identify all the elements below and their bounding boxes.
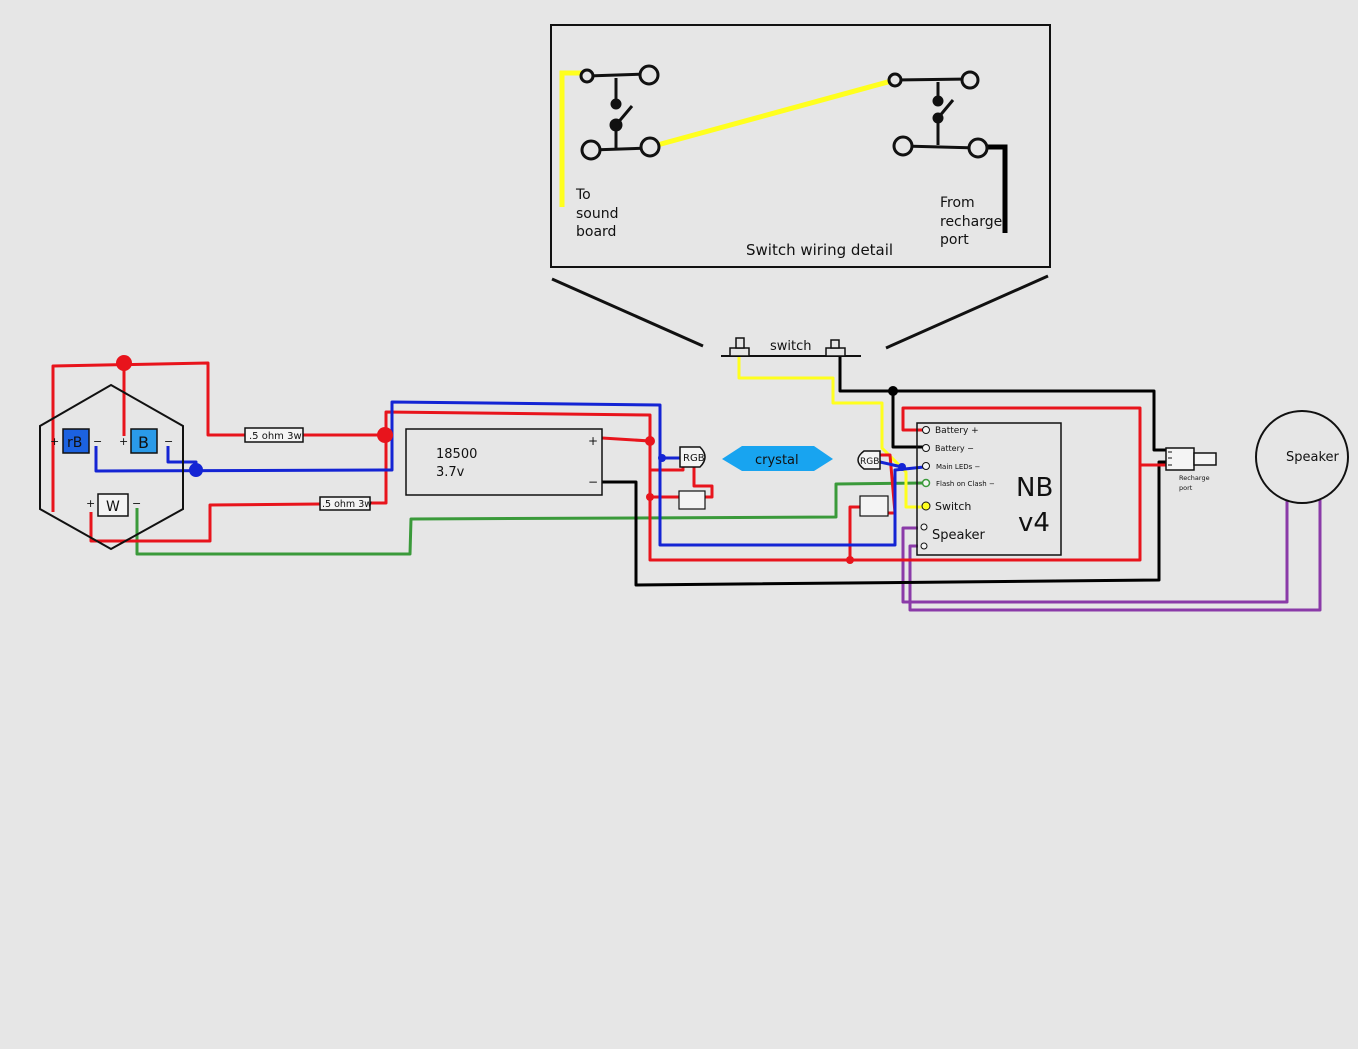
svg-text:Switch: Switch xyxy=(935,500,971,513)
yellow-wire-switch xyxy=(737,352,924,509)
red-wire-top xyxy=(51,361,245,512)
detail-title: Switch wiring detail xyxy=(746,241,893,259)
led-b-label: B xyxy=(138,433,149,452)
board-pin-main-leds: Main LEDs − xyxy=(922,462,981,471)
red-wire-rgb-left-down xyxy=(692,466,714,499)
detail-yellow-wire-bridge xyxy=(649,77,896,150)
led-w-plus: + xyxy=(86,497,95,510)
led-b-minus: − xyxy=(164,435,173,448)
to-sound-board-line1: To xyxy=(575,187,591,203)
battery-line1: 18500 xyxy=(436,447,477,462)
led-rb xyxy=(62,428,90,454)
rgb-led-left: RGB xyxy=(679,446,706,468)
battery: 18500 3.7v + − xyxy=(405,428,603,496)
board-pin-battery-plus: Battery + xyxy=(922,426,979,436)
recharge-port: Recharge port xyxy=(1165,447,1217,492)
wires xyxy=(51,352,1322,612)
main-switch xyxy=(721,337,861,357)
led-w-minus: − xyxy=(132,497,141,510)
detail-yellow-wire-left xyxy=(559,70,586,207)
junctions xyxy=(116,355,906,564)
led-rb-label: rB xyxy=(67,435,82,451)
rgb-led-right: RGB xyxy=(857,450,881,470)
battery-line2: 3.7v xyxy=(436,465,465,480)
resistor-1: .5 ohm 3w xyxy=(244,427,304,443)
battery-plus: + xyxy=(588,434,598,448)
resistor-1-label: .5 ohm 3w xyxy=(249,431,302,442)
detail-switch-right xyxy=(887,70,989,159)
from-recharge-line1: From xyxy=(940,195,975,211)
svg-text:Recharge port: Recharge port xyxy=(1179,474,1212,492)
speaker-label: Speaker xyxy=(1286,450,1340,465)
board-pin-battery-minus: Battery − xyxy=(922,444,974,453)
red-wire-resistor-small-right xyxy=(848,505,860,560)
board-pin-speaker: Speaker xyxy=(920,523,986,550)
black-wire-switch xyxy=(838,352,1166,452)
crystal-label: crystal xyxy=(755,453,799,468)
led-rb-minus: − xyxy=(93,435,102,448)
svg-text:From recharge port: From recharge port xyxy=(940,195,1007,248)
red-wire-battery-pos xyxy=(601,436,651,443)
svg-text:Flash on Clash −: Flash on Clash − xyxy=(936,480,995,488)
led-b xyxy=(130,428,158,454)
led-b-plus: + xyxy=(119,435,128,448)
svg-text:To sound board: To sound board xyxy=(575,187,623,240)
resistor-2: .5 ohm 3w xyxy=(319,496,372,511)
red-wire-rgb-left xyxy=(650,466,685,472)
crystal: crystal xyxy=(722,446,833,471)
board-pin-switch: Switch xyxy=(921,500,971,513)
black-wire-battery-neg xyxy=(602,460,1166,587)
speaker-wire-2 xyxy=(908,500,1322,612)
led-w xyxy=(97,493,129,517)
black-wire-battery-minus-pin xyxy=(891,391,924,449)
led-module: rB + − B + − W + − xyxy=(39,383,184,551)
led-rb-plus: + xyxy=(50,435,59,448)
board-title-line2: v4 xyxy=(1018,508,1050,538)
sound-board: NB v4 Battery + Battery − Main LEDs − Fl… xyxy=(916,422,1062,556)
from-recharge-line2: recharge xyxy=(940,214,1002,230)
resistor-2-label: .5 ohm 3w xyxy=(322,499,372,510)
small-resistor-left xyxy=(678,490,706,510)
recharge-port-label-line1: Recharge xyxy=(1179,474,1210,482)
svg-text:Main LEDs −: Main LEDs − xyxy=(936,463,981,471)
switch-detail-panel: To sound board From recharge port Switch… xyxy=(550,24,1051,350)
rgb-right-label: RGB xyxy=(860,457,879,467)
from-recharge-line3: port xyxy=(940,232,969,248)
svg-text:Battery +: Battery + xyxy=(935,426,979,436)
svg-text:Battery −: Battery − xyxy=(935,444,974,453)
green-wire-w xyxy=(135,481,925,556)
rgb-left-label: RGB xyxy=(683,453,705,464)
red-wire-resistor2-out xyxy=(370,406,1142,562)
detail-switch-left xyxy=(579,64,661,161)
board-pin-flash-on-clash: Flash on Clash − xyxy=(921,478,995,488)
recharge-port-label-line2: port xyxy=(1179,484,1193,492)
speaker-wire-1 xyxy=(901,500,1289,604)
speaker: Speaker xyxy=(1255,410,1349,504)
to-sound-board-line2: sound xyxy=(576,206,619,222)
to-sound-board-line3: board xyxy=(576,224,616,240)
led-w-label: W xyxy=(106,499,120,515)
red-wire-rgb-right xyxy=(880,453,897,515)
small-resistor-right xyxy=(859,495,889,517)
battery-minus: − xyxy=(588,475,598,489)
switch-label: switch xyxy=(770,339,812,354)
svg-text:Speaker: Speaker xyxy=(932,528,986,543)
board-title-line1: NB xyxy=(1016,473,1053,503)
red-wire-w-plus xyxy=(89,502,321,543)
